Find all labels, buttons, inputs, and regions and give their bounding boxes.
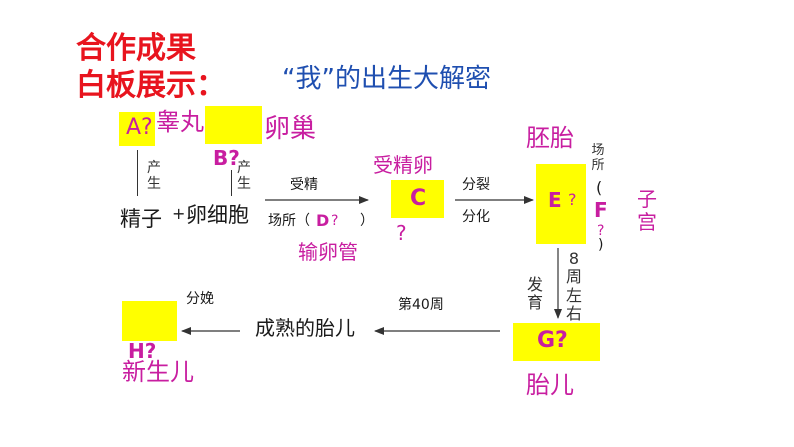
answer-box-e [536, 164, 586, 244]
label-d: D [316, 211, 330, 230]
title-line-2: 白板展示： [76, 68, 226, 103]
node-mature-fetus: 成熟的胎儿 [255, 316, 355, 340]
node-fetus: 胎儿 [526, 371, 574, 399]
edge-label-week-40: 第40周 [398, 297, 444, 313]
label-g: G? [537, 328, 568, 353]
node-newborn: 新生儿 [122, 358, 194, 386]
edge-label-divide: 分裂 [462, 177, 490, 193]
answer-box-c [391, 180, 444, 218]
answer-box-a [119, 112, 155, 146]
label-c: C [410, 186, 427, 211]
edge-label-fertilize: 受精 [290, 177, 318, 193]
edge-label-produce-1: 产生 [147, 160, 161, 193]
diagram-title: “我”的出生大解密 [282, 64, 491, 94]
answer-box-g [513, 323, 600, 361]
node-sperm: 精子 [120, 207, 162, 231]
label-e: E [548, 188, 562, 212]
paren-close: ) [598, 237, 604, 253]
edge-label-place-suffix: ） [360, 213, 374, 229]
connector-ovary-egg [231, 170, 232, 196]
label-b: B? [213, 146, 240, 170]
label-d-question: ? [331, 213, 339, 229]
node-oviduct: 输卵管 [298, 240, 358, 264]
answer-box-h [122, 301, 177, 341]
edge-label-place-prefix: 场所（ [268, 213, 310, 229]
paren-open: ( [596, 178, 603, 197]
plus-sign: + [172, 204, 186, 223]
node-testis: 睾丸 [156, 108, 204, 136]
edge-label-eight-weeks: 8周左右 [565, 249, 582, 324]
node-embryo: 胚胎 [526, 124, 574, 152]
node-ovary: 卵巢 [264, 114, 317, 144]
edge-label-produce-2: 产生 [237, 160, 251, 193]
node-uterus: 子宫 [637, 187, 657, 234]
node-zygote: 受精卵 [373, 153, 433, 177]
label-a: A? [126, 115, 153, 140]
title-line-1: 合作成果 [76, 31, 196, 66]
edge-label-delivery: 分娩 [186, 291, 214, 307]
edge-label-differentiate: 分化 [462, 209, 490, 225]
answer-box-b [205, 106, 262, 144]
edge-label-develop: 发育 [527, 275, 544, 313]
connector-testis-sperm [137, 150, 138, 196]
label-c-question: ? [396, 221, 407, 245]
label-f: F [594, 198, 608, 222]
label-f-question: ? [597, 223, 605, 239]
edge-label-place-2: 场所 [591, 143, 605, 173]
node-egg: 卵细胞 [186, 203, 249, 227]
label-h: H? [128, 339, 157, 363]
label-e-question: ? [568, 190, 577, 209]
